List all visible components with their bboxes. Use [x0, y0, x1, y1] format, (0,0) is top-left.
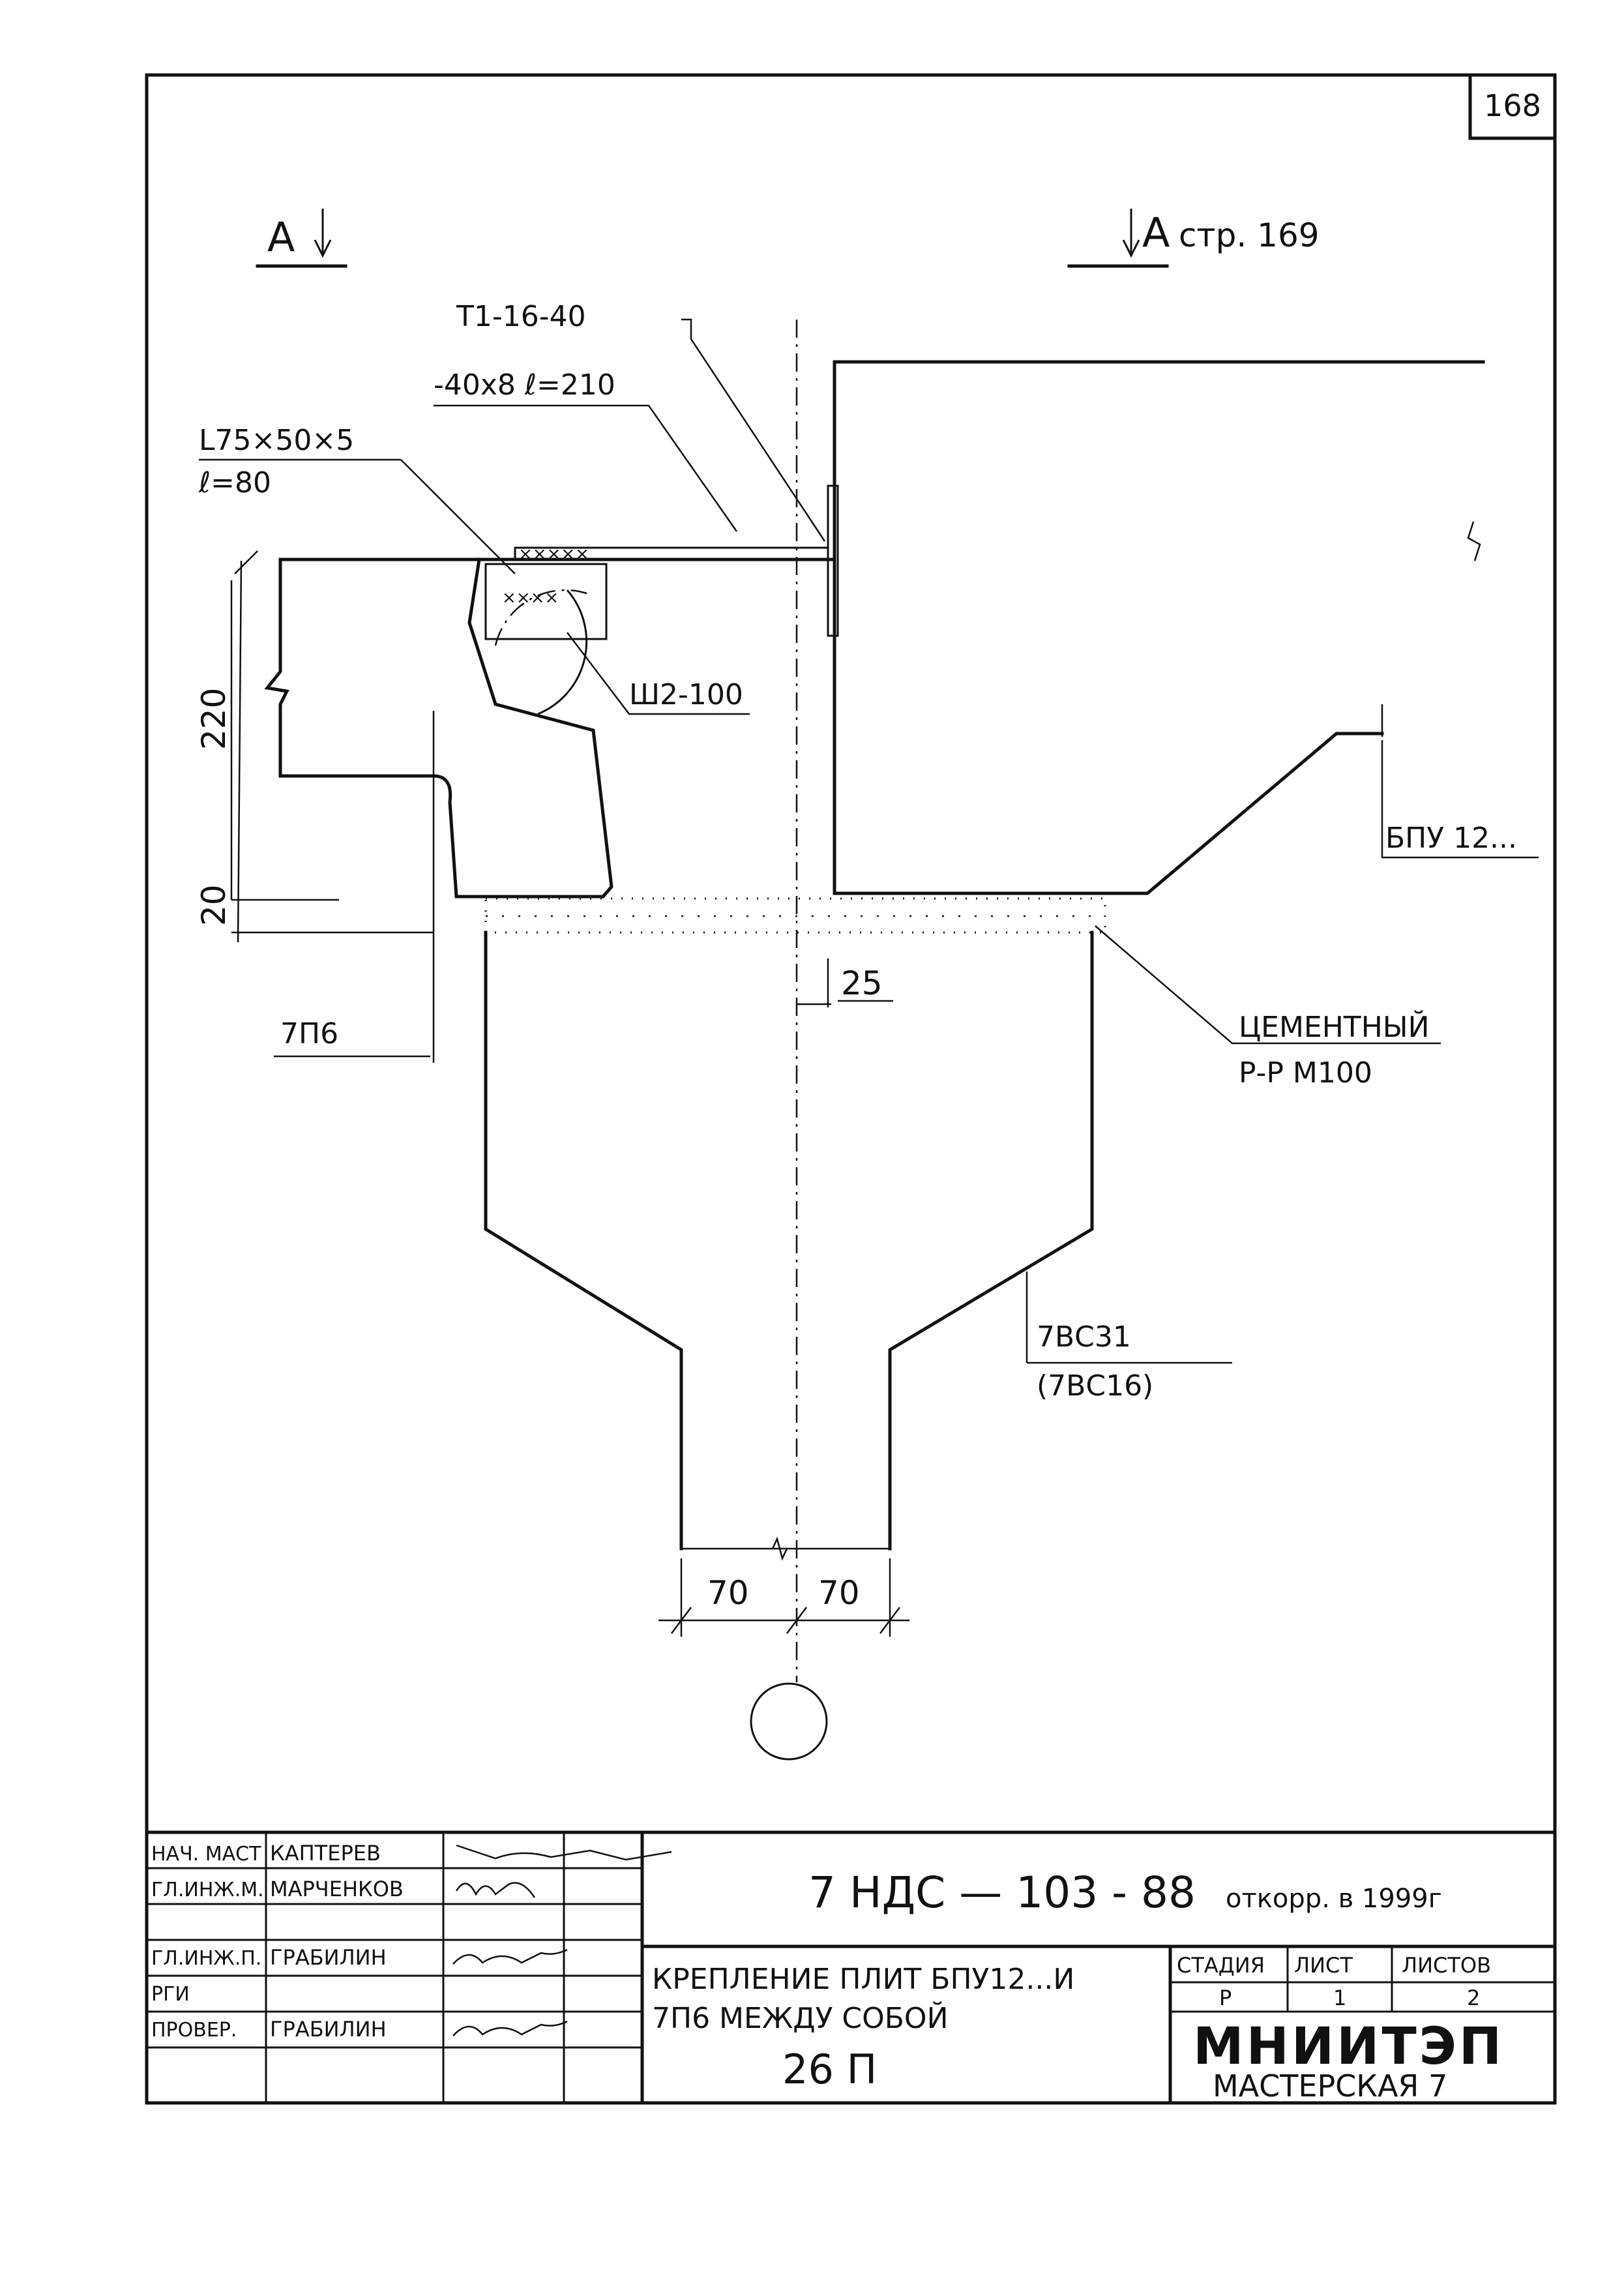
mortar-label-2: Р-Р М100 [1239, 1056, 1372, 1090]
signature-scribble-3 [452, 2020, 568, 2036]
sheets-value: 2 [1467, 1986, 1480, 2010]
column-label-2: (7ВС16) [1037, 1369, 1153, 1403]
dim-70-right: 70 [818, 1574, 860, 1612]
slab-break-mark [1467, 521, 1481, 561]
sheet-number-box [1468, 73, 1557, 140]
svg-text:А: А [1142, 209, 1170, 256]
weld-marks-mid: ×××× [502, 588, 559, 608]
sheets-header: ЛИСТОВ [1402, 1953, 1491, 1978]
dim-70-left: 70 [707, 1574, 749, 1612]
mortar-layer [484, 897, 1106, 934]
weld-leader [567, 632, 750, 715]
sig-name-1: МАРЧЕНКОВ [270, 1877, 404, 1901]
bolt-leader [681, 318, 826, 542]
dim-25: 25 [841, 964, 883, 1002]
section-mark-left: А [256, 209, 347, 268]
dim-220: 220 [195, 688, 233, 750]
sig-role-1: ГЛ.ИНЖ.М. [151, 1879, 264, 1901]
weld-label: Ш2-100 [629, 678, 743, 711]
panel-label: 7П6 [280, 1017, 338, 1050]
angle-leader [400, 459, 516, 574]
slab-bpu12-outline [833, 360, 1485, 895]
title-line-1: КРЕПЛЕНИЕ ПЛИТ БПУ12...И [652, 1963, 1074, 1996]
drawing-id: 26 П [782, 2046, 877, 2093]
embedded-plate [827, 484, 839, 637]
sig-name-4: ГРАБИЛИН [270, 2017, 387, 2042]
angle-label-2: ℓ=80 [198, 466, 271, 499]
sheet-value: 1 [1333, 1986, 1346, 2010]
slab-label: БПУ 12... [1385, 822, 1517, 855]
column-outline [484, 930, 1094, 1551]
washer-arc [494, 589, 587, 646]
column-label-1: 7ВС31 [1037, 1320, 1131, 1354]
mortar-leader [1095, 925, 1441, 1045]
sheet-number: 168 [1484, 88, 1541, 123]
axis-marker-circle [750, 1682, 828, 1761]
signature-scribble-2 [452, 1948, 568, 1965]
document-code: 7 НДС — 103 - 88 [808, 1868, 1196, 1918]
title-block: НАЧ. МАСТ КАПТЕРЕВ ГЛ.ИНЖ.М. МАРЧЕНКОВ Г… [145, 1830, 1557, 2105]
section-ref: стр. 169 [1179, 216, 1320, 254]
workshop-name: МАСТЕРСКАЯ 7 [1213, 2068, 1447, 2104]
title-line-2: 7П6 МЕЖДУ СОБОЙ [652, 2001, 948, 2035]
signature-scribble-0 [456, 1844, 672, 1861]
slab-label-leader [1381, 740, 1539, 859]
sig-role-4: ПРОВЕР. [151, 2019, 237, 2042]
sig-name-0: КАПТЕРЕВ [270, 1841, 381, 1866]
stage-value: Р [1219, 1986, 1232, 2010]
svg-text:А: А [267, 213, 295, 261]
mortar-label-1: ЦЕМЕНТНЫЙ [1239, 1009, 1430, 1044]
plate-leader [434, 404, 738, 532]
revision-note: откорр. в 1999г [1226, 1884, 1442, 1914]
wall-outline [264, 558, 613, 899]
sig-role-2: ГЛ.ИНЖ.П. [151, 1947, 261, 1970]
sig-name-2: ГРАБИЛИН [270, 1945, 387, 1970]
stage-header: СТАДИЯ [1177, 1953, 1265, 1978]
dim-20: 20 [195, 884, 233, 926]
angle-label-1: L75×50×5 [199, 424, 354, 457]
plate-label: -40х8 ℓ=210 [434, 368, 615, 402]
angle-bracket [484, 563, 608, 640]
sig-role-3: РГИ [151, 1983, 190, 2006]
sig-role-0: НАЧ. МАСТ [151, 1843, 261, 1866]
sheet-header: ЛИСТ [1294, 1953, 1353, 1978]
section-mark-right: А стр. 169 [1067, 209, 1320, 268]
organization-name: МНИИТЭП [1193, 2017, 1504, 2076]
drawing-frame [145, 73, 1557, 2105]
bolt-label: Т1-16-40 [456, 300, 586, 333]
signature-scribble-1 [455, 1882, 536, 1898]
